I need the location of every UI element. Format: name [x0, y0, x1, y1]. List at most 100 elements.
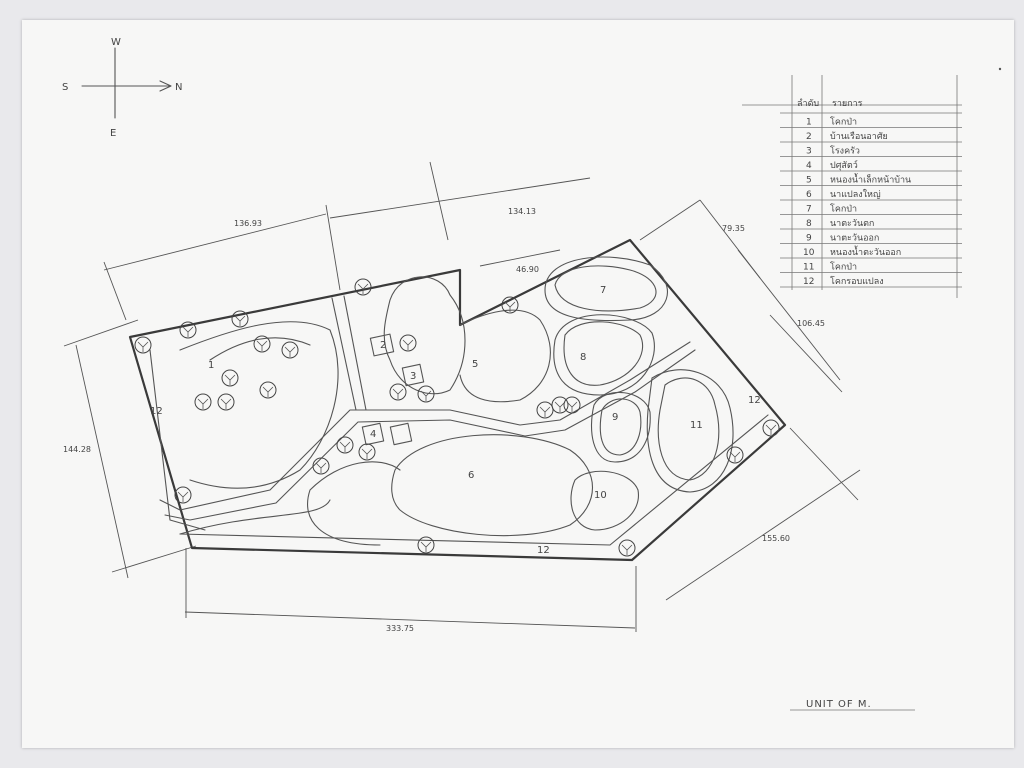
dim-left: 144.28	[63, 445, 91, 454]
compass-west: W	[111, 37, 121, 48]
legend-row-label: หนองน้ำเล็กหน้าบ้าน	[830, 173, 911, 186]
legend-row-no: 4	[806, 161, 812, 171]
unit-label: UNIT OF M.	[806, 699, 872, 710]
path-main	[159, 341, 691, 511]
legend-row-label: นาแปลงใหญ่	[830, 189, 881, 200]
legend-row-no: 2	[806, 132, 812, 142]
tree-mark	[539, 406, 551, 417]
dim-top-left: 136.93	[234, 219, 262, 228]
zone-5-outline	[383, 276, 466, 395]
dim-notch: 46.90	[516, 265, 539, 274]
tree-mark	[197, 398, 209, 409]
tree-symbol	[501, 296, 519, 314]
tree-mark	[765, 424, 777, 435]
compass-east: E	[110, 128, 116, 139]
zone-label-6: 6	[468, 470, 474, 481]
tree-symbol	[389, 383, 407, 401]
tree-mark	[137, 341, 149, 352]
zone-label-12-left: 12	[150, 406, 163, 417]
tree-mark	[284, 346, 296, 357]
tree-mark	[402, 339, 414, 350]
legend-row-label: โรงครัว	[830, 146, 860, 157]
zone-label-1: 1	[208, 360, 214, 371]
legend-row-no: 3	[806, 147, 812, 157]
zone-label-3: 3	[410, 371, 416, 382]
tree-mark	[262, 386, 274, 397]
dim-bottom-right: 155.60	[762, 534, 790, 543]
zone-label-4: 4	[370, 429, 376, 440]
legend-row-label: หนองน้ำตะวันออก	[830, 245, 901, 258]
tree-mark	[224, 374, 236, 385]
zone-label-5: 5	[472, 359, 478, 370]
legend-row-label: นาตะวันตก	[830, 219, 874, 229]
tree-mark	[504, 301, 516, 312]
tree-symbol	[762, 419, 780, 437]
site-plan-drawing: W S N E 1 โคกป่า 2 บ้านเรือนอาศัย 3 โรงครัว 4 ป…	[62, 37, 1002, 711]
legend-row-no: 9	[806, 234, 812, 244]
compass: W S N E	[62, 37, 182, 139]
tree-symbol	[231, 310, 249, 328]
tree-mark	[256, 340, 268, 351]
legend-row-no: 8	[806, 219, 812, 229]
tree-symbol	[417, 536, 435, 554]
legend-row-no: 6	[806, 190, 812, 200]
tree-mark	[220, 398, 232, 409]
tree-symbol	[336, 436, 354, 454]
tree-symbol	[551, 396, 569, 414]
tree-symbol	[417, 385, 435, 403]
site-boundary	[128, 238, 787, 562]
inner-boundary	[149, 349, 769, 546]
tree-symbol	[259, 381, 277, 399]
dimension-lines: 136.93 134.13 46.90 79.35 106.45 144.28 …	[63, 161, 861, 633]
zone-1-outline	[179, 321, 339, 489]
tree-symbol	[536, 401, 554, 419]
tree-mark	[315, 462, 327, 473]
legend-header-no: ลำดับ	[797, 98, 819, 109]
tree-mark	[621, 544, 633, 555]
compass-north: N	[175, 82, 182, 93]
tree-symbol	[726, 446, 744, 464]
tree-symbol	[217, 393, 235, 411]
tree-mark	[420, 390, 432, 401]
legend-row-label: ปศุสัตว์	[830, 159, 858, 171]
zone-10-outline	[570, 470, 639, 531]
compass-south: S	[62, 82, 68, 93]
legend-row-label: บ้านเรือนอาศัย	[830, 131, 888, 142]
dim-top-mid: 134.13	[508, 207, 536, 216]
tree-symbol	[563, 396, 581, 414]
tree-symbol	[312, 457, 330, 475]
legend-table: 1 โคกป่า 2 บ้านเรือนอาศัย 3 โรงครัว 4 ปศุสัตว์ 5…	[742, 75, 962, 298]
zone-label-11: 11	[690, 420, 703, 431]
tree-symbol	[194, 393, 212, 411]
legend-row-label: นาตะวันออก	[830, 234, 879, 244]
tree-symbol	[253, 335, 271, 353]
tree-mark	[392, 388, 404, 399]
tree-symbol	[134, 336, 152, 354]
zone-7-outline	[554, 265, 657, 312]
tree-mark	[729, 451, 741, 462]
tree-symbol	[618, 539, 636, 557]
zone-labels: 1 2 3 4 5 6 7 8 9 10 11 12 12 12	[150, 285, 761, 556]
tree-mark	[234, 315, 246, 326]
zone-label-12-bottom: 12	[537, 545, 550, 556]
legend-row-label: โคกป่า	[830, 262, 857, 273]
legend-row-no: 7	[806, 205, 812, 215]
legend-row-label: โคกป่า	[830, 117, 857, 128]
zone-11-outline	[657, 377, 720, 481]
legend-row-no: 5	[806, 176, 812, 186]
tree-mark	[566, 401, 578, 412]
legend-row-no: 1	[806, 118, 812, 128]
zone-8-outline	[563, 321, 644, 386]
zone-label-2: 2	[380, 340, 386, 351]
tree-symbol	[174, 486, 192, 504]
legend-row-label: โคกรอบแปลง	[830, 276, 884, 287]
dim-right-top: 79.35	[722, 224, 745, 233]
tree-symbol	[399, 334, 417, 352]
tree-symbol	[179, 321, 197, 339]
legend-header-item: รายการ	[832, 99, 863, 109]
zone-label-12-right: 12	[748, 395, 761, 406]
zone-label-10: 10	[594, 490, 607, 501]
tree-symbol	[281, 341, 299, 359]
drawing-sheet: W S N E 1 โคกป่า 2 บ้านเรือนอาศัย 3 โรงครัว 4 ป…	[22, 20, 1014, 748]
zone-label-9: 9	[612, 412, 618, 423]
